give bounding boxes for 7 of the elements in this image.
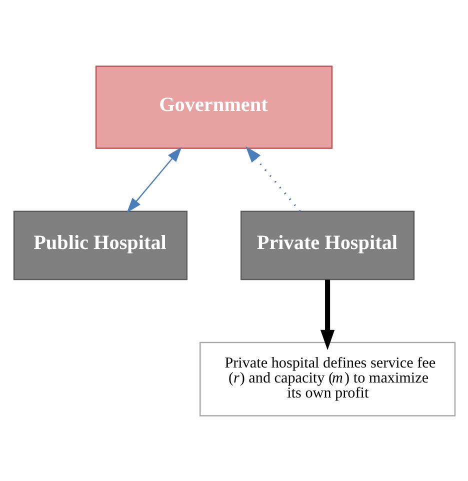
arrow <box>320 279 334 350</box>
arrow <box>245 146 300 212</box>
node-box: Private hospital defines service fee (r) and capacity (m) to maximize its own profit <box>199 341 456 416</box>
node-box: Government <box>94 65 332 148</box>
arrow <box>126 146 182 212</box>
node-box: Private Hospital <box>240 210 414 280</box>
node-box: Public Hospital <box>12 210 187 280</box>
